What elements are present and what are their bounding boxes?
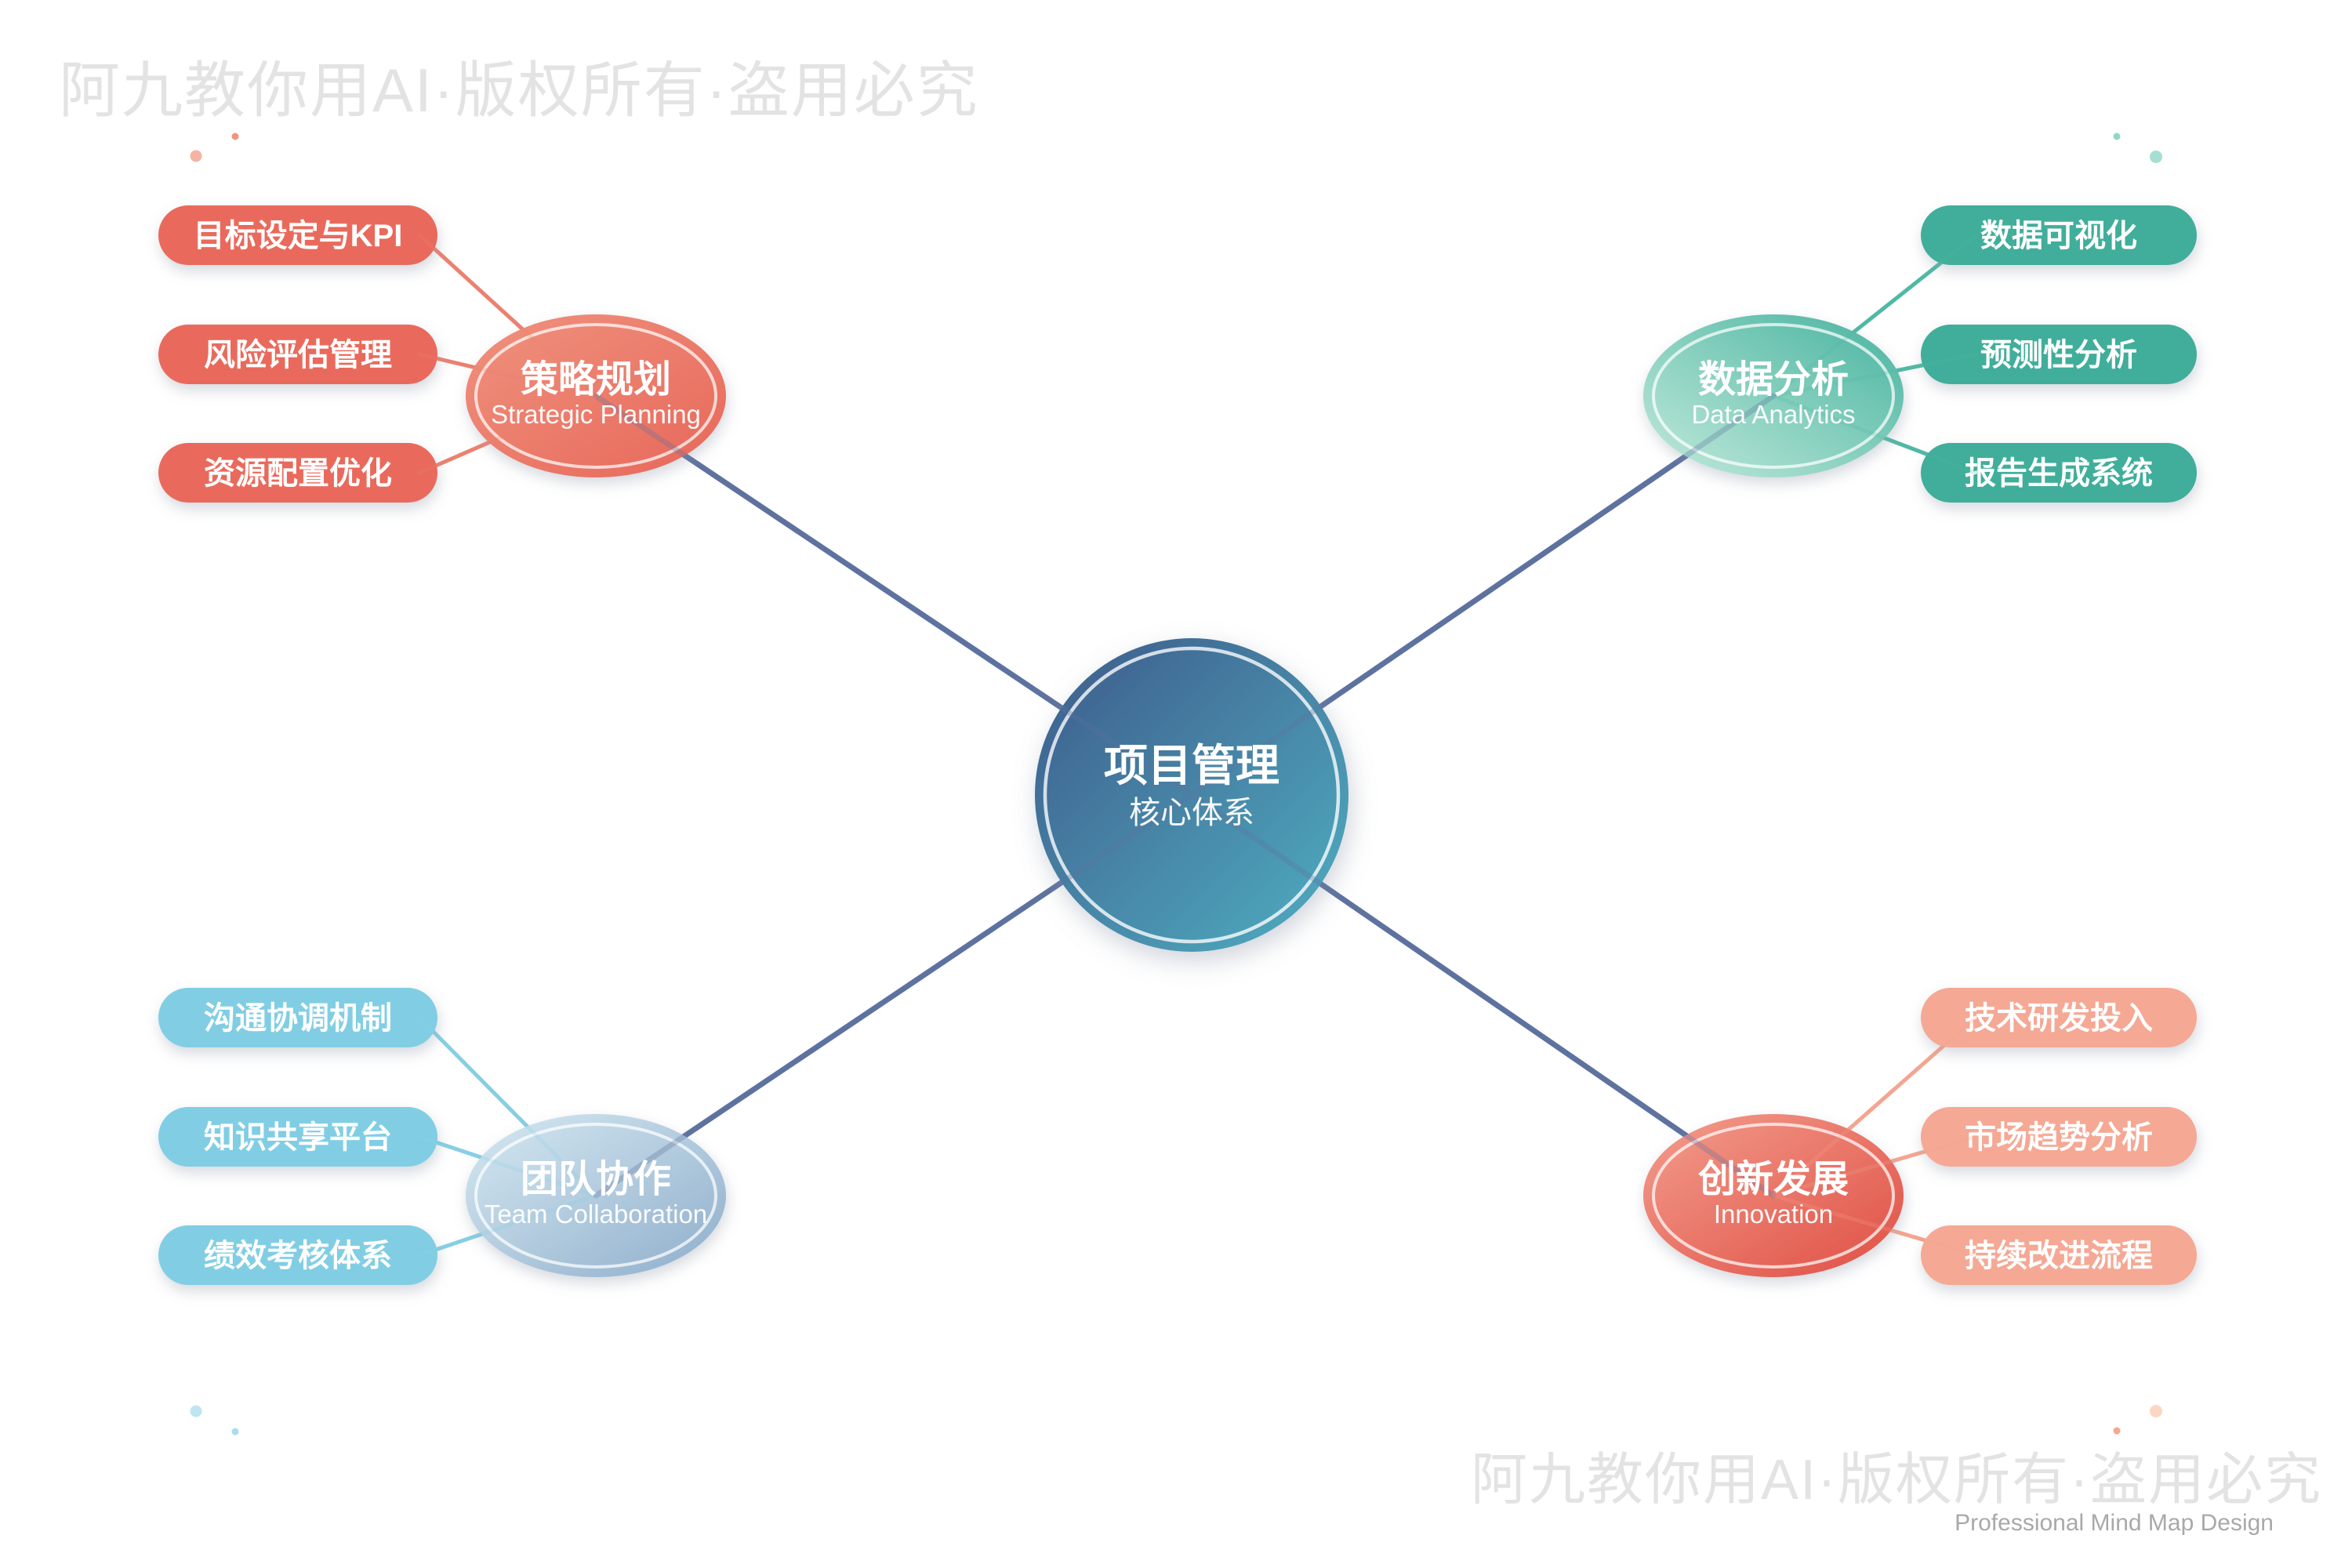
leaf-label: 资源配置优化 — [204, 456, 392, 491]
leaf-label: 绩效考核体系 — [204, 1239, 392, 1273]
overlay-connector — [1771, 352, 1978, 398]
overlay-connector — [1771, 1134, 1978, 1198]
branch-title-team-collaboration: 团队协作 — [521, 1159, 671, 1200]
overlay-connector — [593, 393, 1195, 798]
overlay-connector — [417, 394, 598, 475]
decorative-dot — [190, 150, 202, 162]
leaf-node-strategy-0[interactable]: 目标设定与KPI — [158, 205, 437, 265]
overlay-connector — [417, 1015, 598, 1198]
overlay-connector — [417, 1193, 598, 1258]
leaf-pill — [158, 443, 437, 503]
branch-node-innovation[interactable] — [1643, 1114, 1904, 1277]
leaf-node-strategy-2[interactable]: 资源配置优化 — [158, 443, 437, 503]
leaf-label: 市场趋势分析 — [1965, 1120, 2153, 1155]
branch-subtitle-innovation: Innovation — [1714, 1200, 1833, 1229]
overlay-leaf-connectors — [417, 233, 1978, 1258]
decorative-dot — [2150, 1405, 2162, 1417]
overlay-connector — [1771, 1193, 1978, 1258]
branch-inner-ring — [474, 323, 717, 469]
leaf-label: 持续改进流程 — [1965, 1239, 2153, 1273]
branch-ellipse — [1643, 314, 1904, 477]
decorative-dot — [2150, 151, 2162, 163]
overlay-connector — [417, 1134, 598, 1198]
branch-subtitle-team-collaboration: Team Collaboration — [485, 1200, 707, 1229]
branch-node-strategic-planning[interactable] — [466, 314, 726, 477]
leaf-node-team-2[interactable]: 绩效考核体系 — [158, 1225, 437, 1285]
overlay-connector — [1771, 1015, 1978, 1198]
leaf-node-data-0[interactable]: 数据可视化 — [1921, 205, 2197, 265]
decorative-dot — [2113, 132, 2121, 140]
leaf-pill — [1921, 443, 2197, 503]
leaf-pill — [158, 205, 437, 265]
leaf-pill — [1921, 325, 2197, 384]
branch-ellipse — [466, 314, 726, 477]
leaf-pill — [158, 1107, 437, 1167]
leaf-label: 目标设定与KPI — [194, 219, 403, 253]
branch-node-data-analytics[interactable] — [1643, 314, 1904, 477]
leaf-label: 沟通协调机制 — [204, 1001, 392, 1036]
overlay-connector — [593, 792, 1195, 1199]
leaf-node-team-0[interactable]: 沟通协调机制 — [158, 988, 437, 1047]
decorative-dot — [190, 1405, 202, 1417]
overlay-connector — [417, 233, 598, 398]
leaf-node-data-1[interactable]: 预测性分析 — [1921, 325, 2197, 384]
leaf-label: 数据可视化 — [1980, 219, 2137, 253]
center-subtitle: 核心体系 — [1129, 796, 1254, 830]
overlay-connector — [1189, 792, 1777, 1199]
decorative-dot — [2113, 1427, 2121, 1435]
overlay-connector — [1771, 233, 1978, 398]
branch-inner-ring — [474, 1123, 717, 1269]
leaf-node-strategy-1[interactable]: 风险评估管理 — [158, 325, 437, 384]
branch-title-data-analytics: 数据分析 — [1698, 359, 1849, 401]
leaf-node-innovation-1[interactable]: 市场趋势分析 — [1921, 1107, 2197, 1167]
leaf-pill — [1921, 1107, 2197, 1167]
leaf-node-team-1[interactable]: 知识共享平台 — [158, 1107, 437, 1167]
branch-title-innovation: 创新发展 — [1698, 1159, 1849, 1200]
leaf-label: 预测性分析 — [1980, 338, 2137, 372]
leaf-label: 知识共享平台 — [204, 1120, 392, 1155]
center-circle — [1035, 638, 1348, 952]
branch-subtitle-strategic-planning: Strategic Planning — [491, 400, 701, 429]
leaf-pill — [158, 1225, 437, 1285]
leaf-label: 技术研发投入 — [1965, 1001, 2153, 1036]
decorative-dot — [231, 1428, 239, 1436]
leaf-pill — [1921, 205, 2197, 265]
overlay-connector — [1771, 394, 1978, 475]
leaf-pill — [158, 325, 437, 384]
leaf-node-data-2[interactable]: 报告生成系统 — [1921, 443, 2197, 503]
leaf-node-innovation-0[interactable]: 技术研发投入 — [1921, 988, 2197, 1047]
overlay-trunk-connectors — [593, 393, 1777, 1199]
branch-inner-ring — [1652, 323, 1895, 469]
branch-title-strategic-planning: 策略规划 — [521, 359, 671, 401]
branch-ellipse — [466, 1114, 726, 1277]
leaf-node-innovation-2[interactable]: 持续改进流程 — [1921, 1225, 2197, 1285]
leaf-label: 风险评估管理 — [204, 338, 392, 372]
watermark-top: 阿九教你用AI·版权所有·盗用必究 — [59, 56, 979, 125]
branch-ellipse — [1643, 1114, 1904, 1277]
center-title: 项目管理 — [1104, 741, 1279, 790]
leaf-pill — [1921, 988, 2197, 1047]
overlay-connector — [1189, 393, 1777, 798]
center-inner-ring — [1043, 646, 1341, 944]
decorative-dot — [231, 132, 239, 140]
watermark-bottom: 阿九教你用AI·版权所有·盗用必究 — [1471, 1449, 2322, 1512]
watermark-bottom-subtitle: Professional Mind Map Design — [1955, 1510, 2274, 1536]
center-node[interactable] — [1035, 638, 1348, 952]
branch-node-team-collaboration[interactable] — [466, 1114, 726, 1277]
overlay-connector — [417, 352, 598, 398]
leaf-label: 报告生成系统 — [1965, 456, 2153, 491]
branch-inner-ring — [1652, 1123, 1895, 1269]
branch-subtitle-data-analytics: Data Analytics — [1691, 400, 1855, 429]
leaf-pill — [1921, 1225, 2197, 1285]
leaf-pill — [158, 988, 437, 1047]
